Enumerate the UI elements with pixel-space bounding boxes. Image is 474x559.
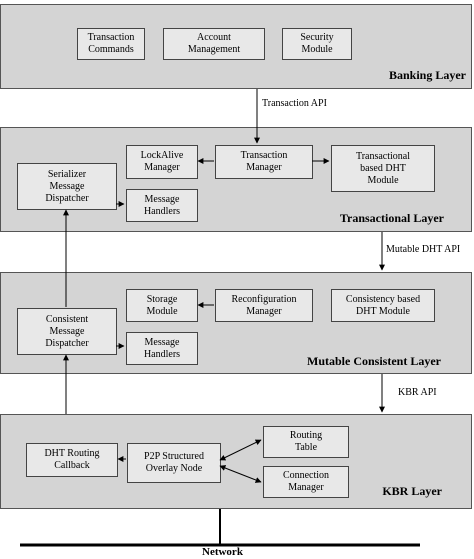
lockalive-manager-box: LockAlive Manager [126, 145, 198, 179]
transactional-layer: Serializer Message Dispatcher LockAlive … [0, 127, 472, 232]
banking-layer-title: Banking Layer [388, 68, 466, 82]
transactional-dht-module-box: Transactional based DHT Module [331, 145, 435, 192]
connection-manager-box: Connection Manager [263, 466, 349, 498]
message-handlers-box: Message Handlers [126, 189, 198, 222]
network-label: Network [202, 546, 243, 558]
account-management-box: Account Management [163, 28, 265, 60]
kbr-layer-title: KBR Layer [382, 484, 442, 498]
transaction-manager-box: Transaction Manager [215, 145, 313, 179]
mutable-consistent-layer: Consistent Message Dispatcher Storage Mo… [0, 272, 472, 374]
transactional-layer-title: Transactional Layer [339, 211, 444, 225]
p2p-overlay-node-box: P2P Structured Overlay Node [127, 443, 221, 483]
reconfiguration-manager-box: Reconfiguration Manager [215, 289, 313, 322]
transaction-api-label: Transaction API [262, 98, 327, 109]
consistent-message-dispatcher-box: Consistent Message Dispatcher [17, 308, 117, 355]
kbr-api-label: KBR API [398, 387, 437, 398]
dht-routing-callback-box: DHT Routing Callback [26, 443, 118, 477]
transaction-commands-box: Transaction Commands [77, 28, 145, 60]
message-handlers-box: Message Handlers [126, 332, 198, 365]
banking-layer: Transaction Commands Account Management … [0, 4, 472, 89]
mutable-consistent-layer-title: Mutable Consistent Layer [307, 354, 441, 368]
consistency-dht-module-box: Consistency based DHT Module [331, 289, 435, 322]
mutable-dht-api-label: Mutable DHT API [386, 244, 461, 255]
kbr-layer: DHT Routing Callback P2P Structured Over… [0, 414, 472, 509]
serializer-message-dispatcher-box: Serializer Message Dispatcher [17, 163, 117, 210]
storage-module-box: Storage Module [126, 289, 198, 322]
security-module-box: Security Module [282, 28, 352, 60]
routing-table-box: Routing Table [263, 426, 349, 458]
